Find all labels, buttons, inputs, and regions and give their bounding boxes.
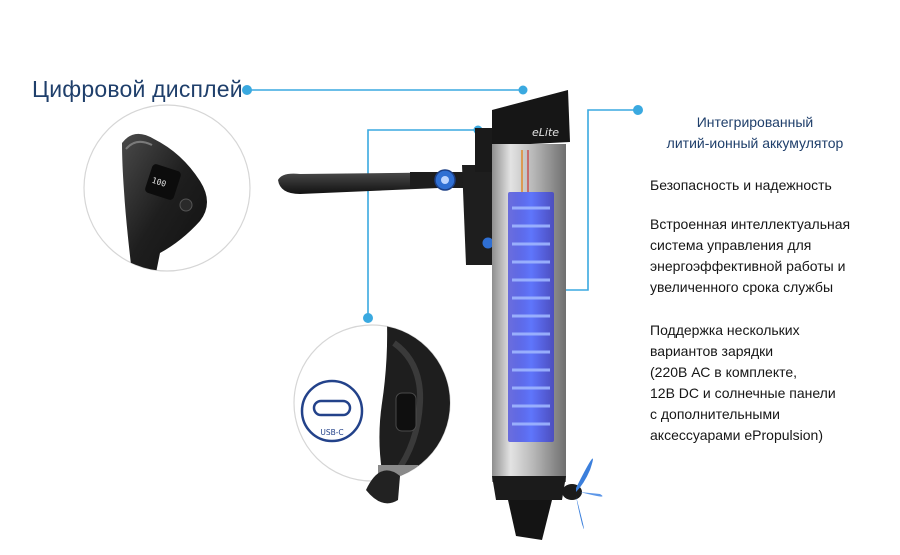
feature-line: Поддержка нескольких	[650, 322, 800, 338]
propeller	[562, 458, 603, 530]
skeg	[508, 500, 552, 540]
display-target-dot	[518, 85, 528, 95]
battery-title-line2: литий-ионный аккумулятор	[666, 135, 844, 151]
usbc-label: USB-C	[320, 428, 343, 437]
usb-c-port-icon	[312, 399, 352, 417]
display-reading: 100	[151, 176, 168, 189]
usbc-leader-line	[367, 129, 478, 318]
feature-line: 12В DC и солнечные панели	[650, 385, 836, 401]
feature-line: с дополнительными	[650, 406, 780, 422]
feature-line: Встроенная интеллектуальная	[650, 216, 851, 232]
feature-line: система управления для	[650, 237, 812, 253]
battery-title-line1: Интегрированный	[696, 114, 814, 130]
battery-title: Интегрированный литий-ионный аккумулятор	[655, 112, 855, 154]
feature-charging: Поддержка нескольких вариантов зарядки (…	[650, 320, 890, 446]
feature-line: (220В АС в комплекте,	[650, 364, 798, 380]
feature-line: увеличенного срока службы	[650, 279, 834, 295]
feature-line: энергоэффективной работы и	[650, 258, 846, 274]
feature-line: вариантов зарядки	[650, 343, 774, 359]
battery-leader-dot	[633, 105, 643, 115]
feature-line: Безопасность и надежность	[650, 177, 832, 193]
feature-safety: Безопасность и надежность	[650, 175, 890, 196]
usbc-leader-dot	[363, 313, 373, 323]
feature-line: аксессуарами ePropulsion)	[650, 427, 823, 443]
bracket-knob	[482, 237, 494, 249]
digital-display-closeup: 100	[83, 104, 251, 272]
outboard-motor: eLite	[278, 90, 603, 540]
brand-mark: eLite	[532, 126, 559, 139]
usbc-closeup: USB-C	[293, 324, 451, 482]
display-leader-dot	[242, 85, 252, 95]
feature-bms: Встроенная интеллектуальная система упра…	[650, 214, 890, 298]
digital-display-label: Цифровой дисплей	[32, 76, 243, 102]
